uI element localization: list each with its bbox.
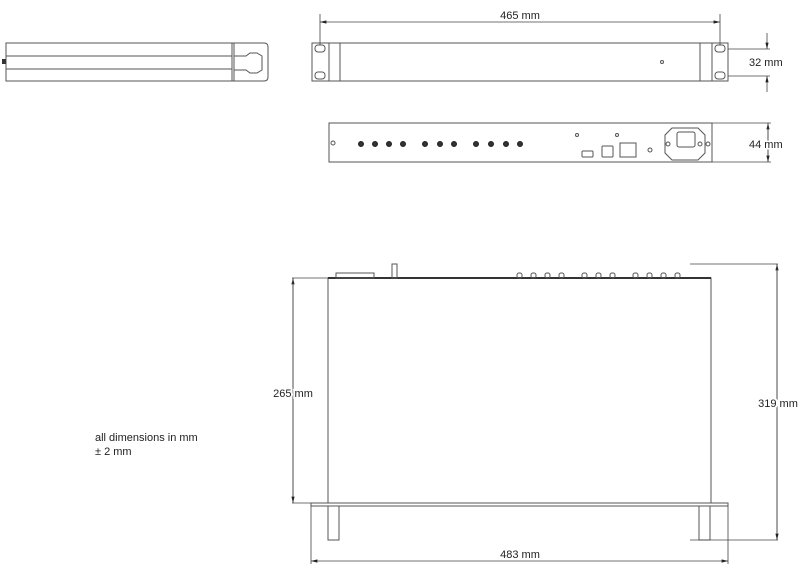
dim-label-483: 483 mm: [500, 549, 540, 561]
dimension-32: [728, 33, 770, 92]
dimension-465: [319, 14, 721, 45]
dim-label-44: 44 mm: [749, 139, 783, 151]
dimension-319: [690, 263, 779, 541]
dim-label-319: 319 mm: [758, 398, 798, 410]
front-view: [311, 42, 729, 82]
dimension-44: [712, 122, 771, 163]
top-view: [310, 263, 729, 541]
dim-label-465: 465 mm: [500, 10, 540, 22]
note-tolerance: ± 2 mm: [95, 446, 132, 458]
rear-view: [328, 122, 713, 163]
dimension-265: [291, 277, 328, 504]
dimension-483: [310, 506, 729, 564]
side-view: [2, 42, 269, 82]
note-units: all dimensions in mm: [95, 432, 198, 444]
dim-label-265: 265 mm: [273, 388, 313, 400]
dim-label-32: 32 mm: [749, 57, 783, 69]
